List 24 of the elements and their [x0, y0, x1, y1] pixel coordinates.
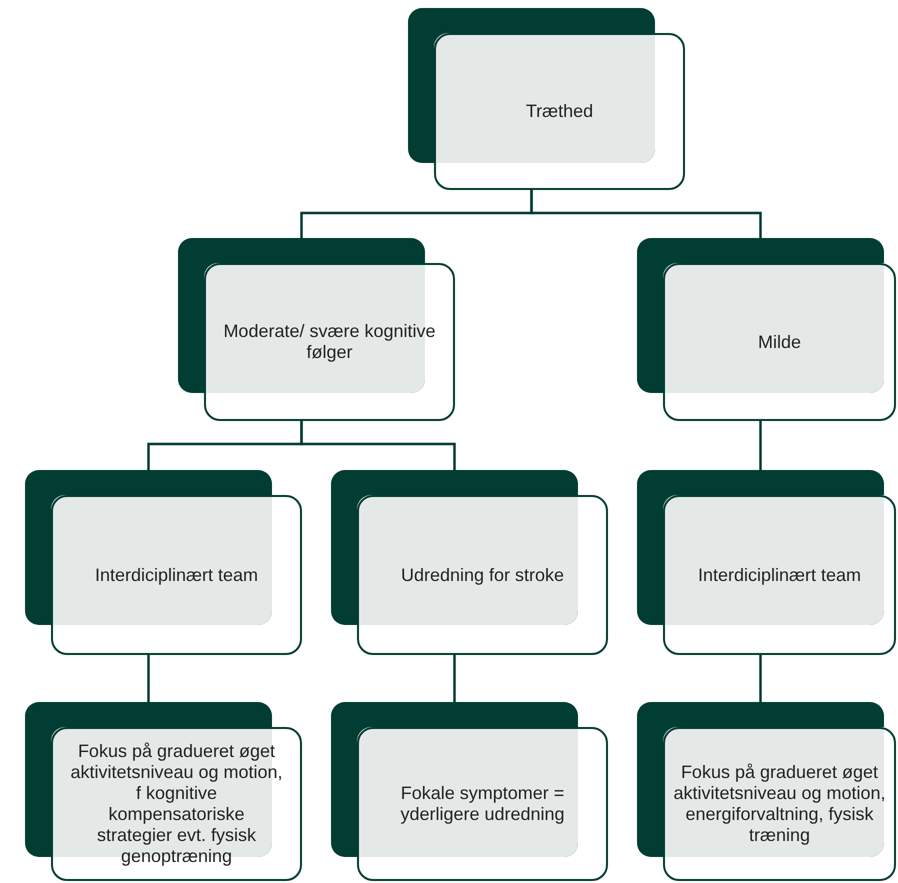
connector-line — [759, 655, 762, 702]
connector-line — [147, 655, 150, 702]
connector-line — [759, 421, 762, 470]
node-text: Udredning for stroke — [400, 564, 564, 586]
process-card — [637, 470, 896, 655]
node-text: Interdiciplinært team — [94, 564, 258, 586]
node-text: Moderate/ svære kognitive følger — [222, 321, 437, 363]
node-text: Milde — [758, 332, 801, 352]
node-text: Fokus på gradueret øget aktivitetsniveau og motion, energiforvaltning, fysisk træning — [672, 762, 887, 846]
node-text: Fokus på gradueret øget aktivitetsniveau og motion, f kognitive kompensatoriske strategier evt. fysisk genoptræning — [69, 741, 284, 867]
process-card — [637, 238, 896, 421]
process-card — [331, 702, 608, 881]
process-card — [178, 238, 455, 421]
process-card — [25, 470, 302, 655]
node-text: Træthed — [526, 101, 594, 122]
connector-line — [453, 655, 456, 702]
process-card — [25, 702, 302, 881]
process-card — [331, 470, 608, 655]
process-card — [408, 8, 685, 190]
node-text: Interdiciplinært team — [698, 564, 862, 586]
connector-line — [300, 421, 456, 470]
connector-line — [530, 190, 762, 238]
node-text: Fokale symptomer = yderligere udredning — [399, 783, 566, 825]
process-card — [637, 702, 896, 881]
